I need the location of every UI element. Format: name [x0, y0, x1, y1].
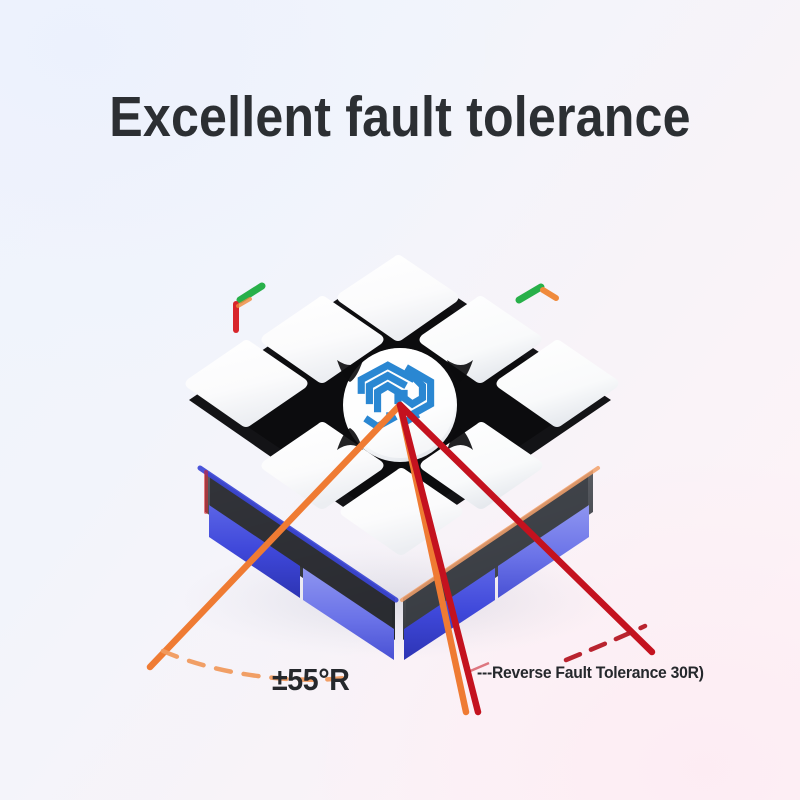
tolerance-arcs	[160, 623, 648, 682]
cube-edge-accents	[233, 282, 559, 333]
cube-sticker	[496, 340, 619, 427]
cube-gaps	[337, 360, 473, 450]
tolerance-arc-red	[563, 623, 648, 663]
tolerance-forward-label: ±55°R	[272, 662, 350, 697]
tolerance-arc-orange	[160, 648, 348, 682]
tolerance-line-red-left	[396, 401, 482, 716]
cube-sticker	[419, 296, 542, 383]
tolerance-reverse-label: ---Reverse Fault Tolerance 30R)	[477, 664, 704, 682]
tolerance-line-orange-left	[146, 401, 404, 671]
cube-lower-body	[197, 465, 600, 660]
label-connectors	[467, 661, 490, 674]
page-title: Excellent fault tolerance	[109, 85, 691, 149]
cube-sticker	[185, 340, 308, 427]
cube-sticker	[261, 296, 384, 383]
cube-sticker	[337, 255, 459, 341]
tolerance-lines	[146, 401, 656, 716]
tolerance-line-red-right	[396, 401, 656, 656]
